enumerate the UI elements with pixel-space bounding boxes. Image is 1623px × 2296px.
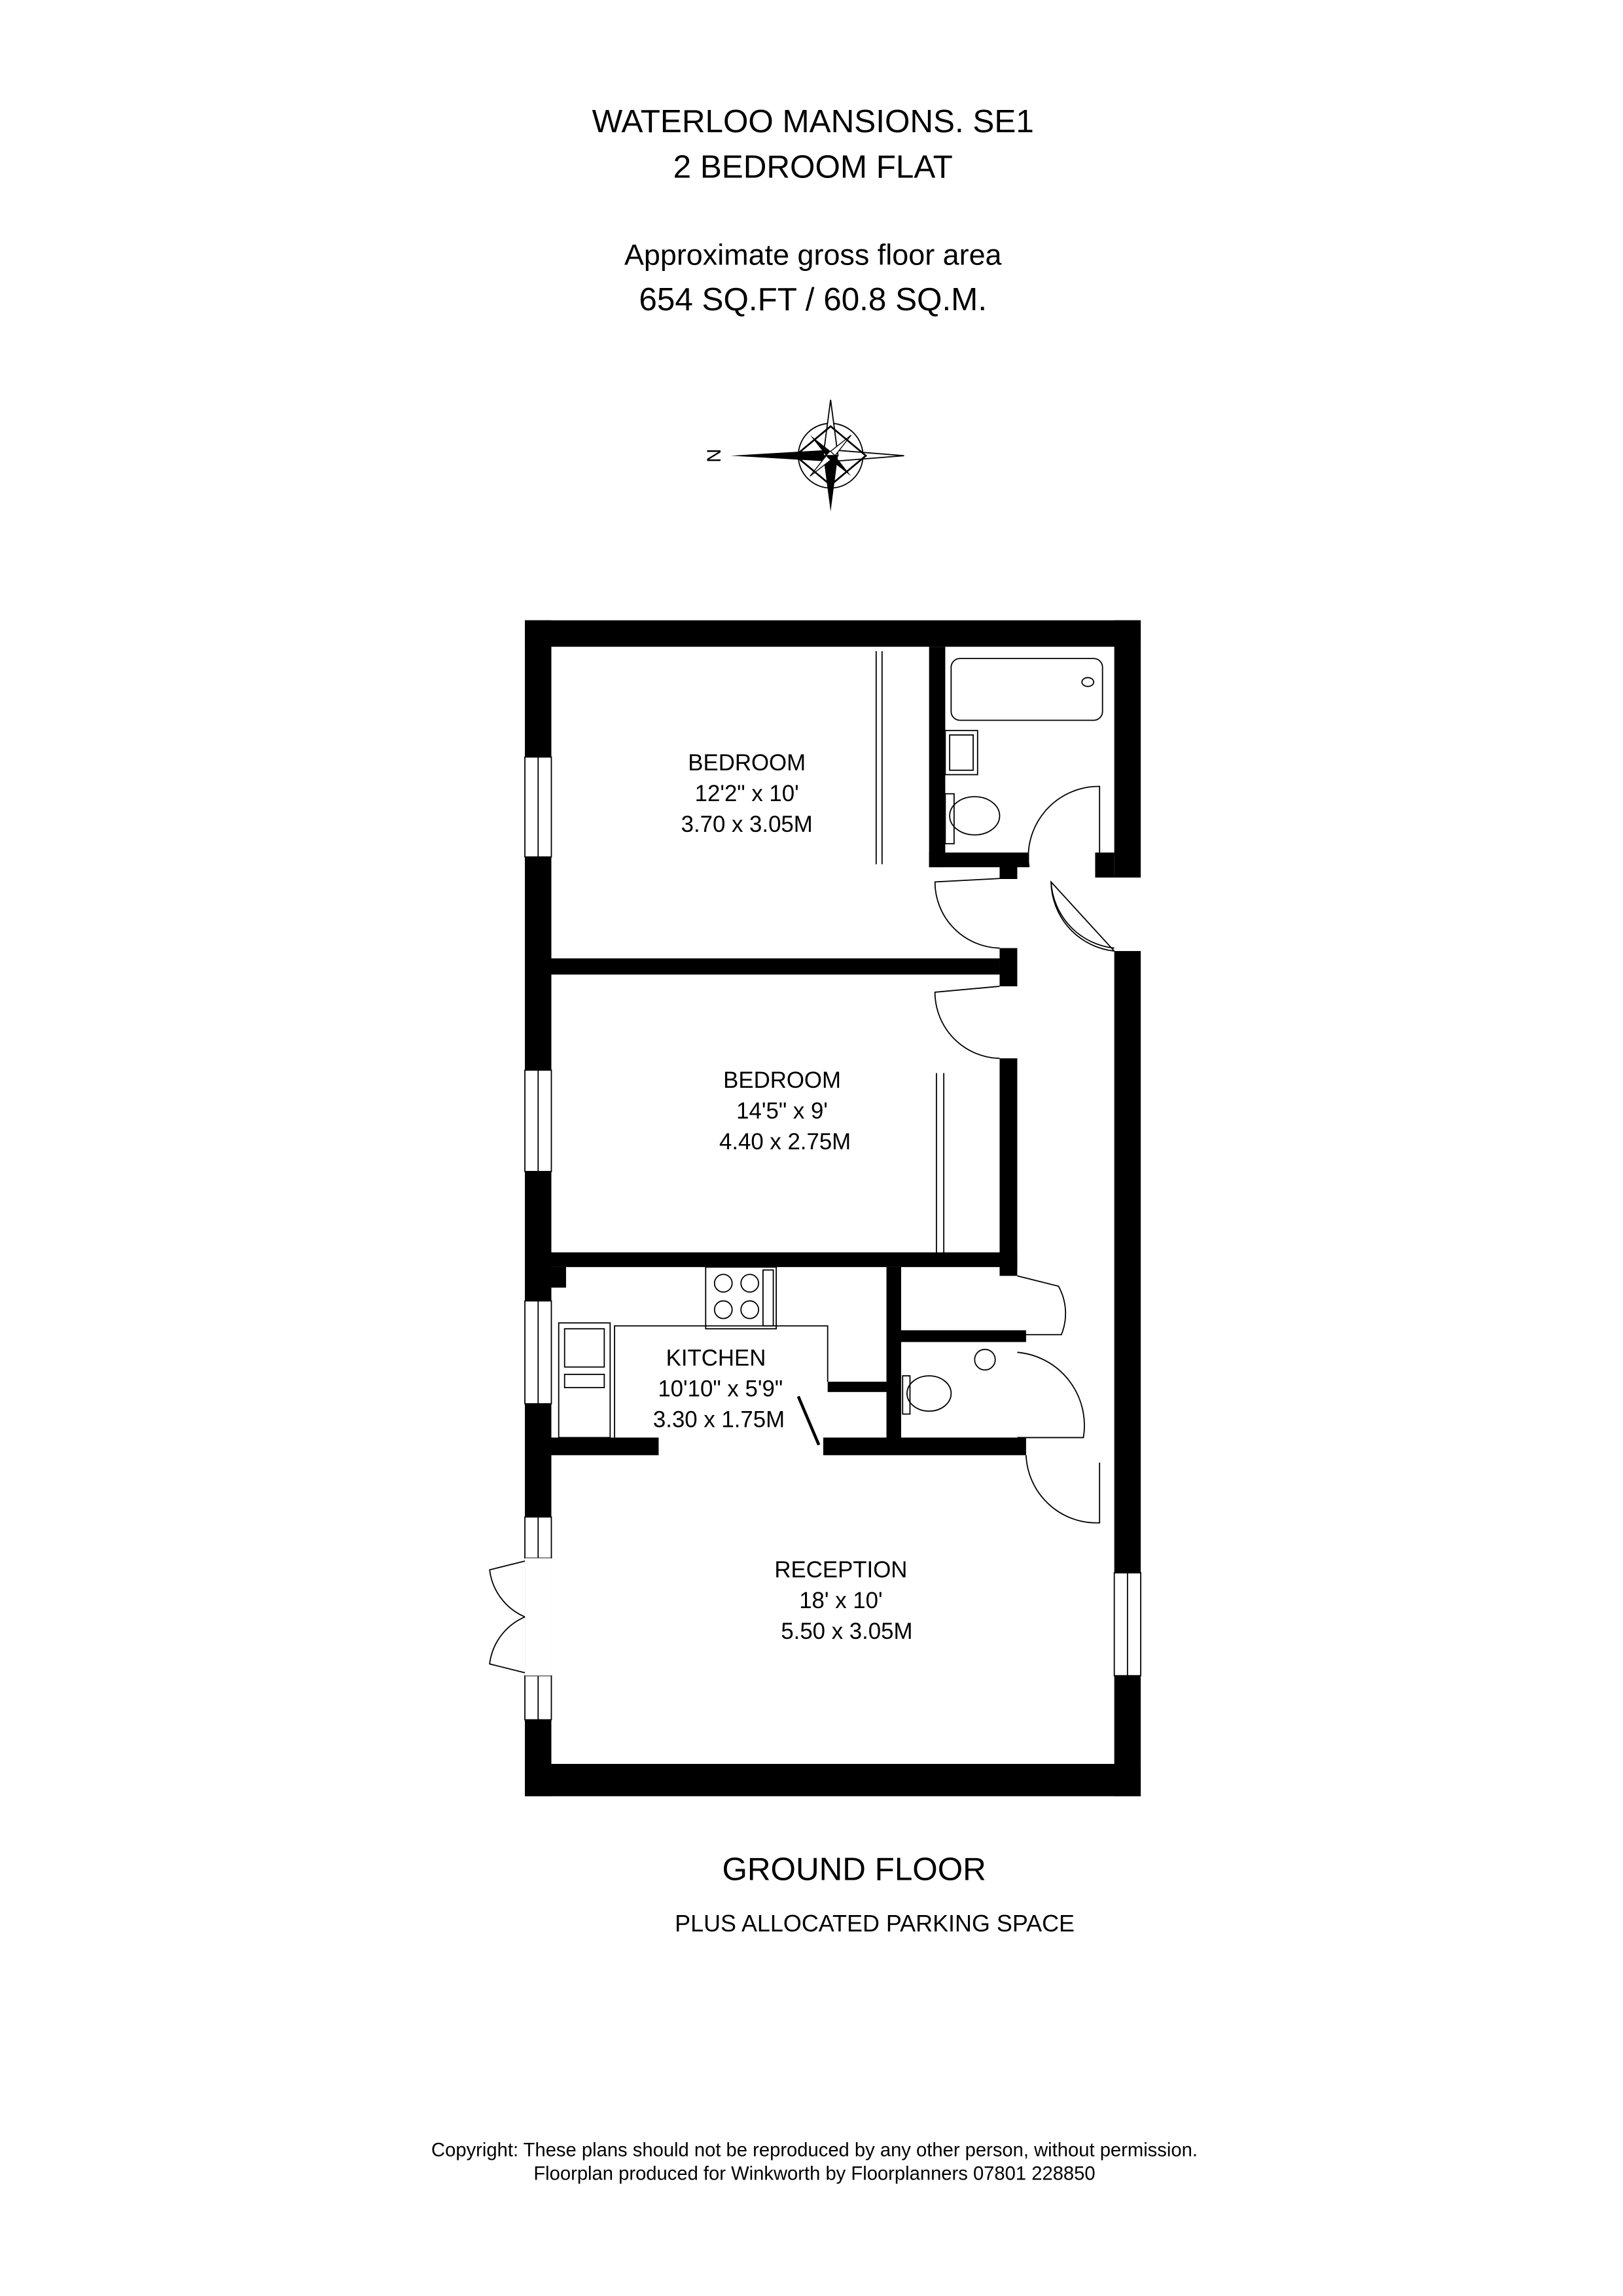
svg-text:12'2" x 10': 12'2" x 10' [695,781,799,806]
floor-label: GROUND FLOOR [722,1851,986,1887]
svg-text:RECEPTION: RECEPTION [774,1557,907,1583]
copyright-line-2: Floorplan produced for Winkworth by Floo… [533,2164,1095,2185]
basin-icon [944,730,978,776]
room-bedroom-1: BEDROOM 12'2" x 10' 3.70 x 3.05M [681,750,813,837]
wc-basin-icon [974,1348,996,1371]
wc-toilet-icon [906,1375,952,1412]
parking-note: PLUS ALLOCATED PARKING SPACE [675,1910,1075,1937]
hob-icon [705,1266,777,1330]
area-value: 654 SQ.FT / 60.8 SQ.M. [639,281,987,317]
property-type: 2 BEDROOM FLAT [673,149,953,185]
compass-rose-icon: N [703,399,904,512]
svg-text:5.50 x 3.05M: 5.50 x 3.05M [781,1619,912,1644]
svg-text:14'5" x 9': 14'5" x 9' [736,1098,828,1124]
svg-text:18' x 10': 18' x 10' [799,1588,882,1613]
svg-text:KITCHEN: KITCHEN [666,1345,766,1371]
area-label: Approximate gross floor area [624,238,1002,271]
copyright-line-1: Copyright: These plans should not be rep… [431,2140,1198,2161]
room-bedroom-2: BEDROOM 14'5" x 9' 4.40 x 2.75M [719,1067,851,1155]
doors [489,785,1115,1676]
bath-icon [950,658,1103,721]
north-label: N [703,449,724,463]
svg-text:10'10" x 5'9": 10'10" x 5'9" [658,1376,783,1402]
svg-text:BEDROOM: BEDROOM [688,750,806,776]
kitchen-sink-icon [558,1322,611,1439]
svg-text:3.70 x 3.05M: 3.70 x 3.05M [681,812,813,837]
walls [525,620,1141,1797]
property-title: WATERLOO MANSIONS. SE1 [592,103,1034,139]
fixtures [558,651,1103,1439]
room-kitchen: KITCHEN 10'10" x 5'9" 3.30 x 1.75M [653,1345,785,1432]
svg-text:4.40 x 2.75M: 4.40 x 2.75M [719,1129,851,1155]
svg-text:3.30 x 1.75M: 3.30 x 1.75M [653,1407,785,1433]
toilet-icon [949,796,1001,836]
svg-text:BEDROOM: BEDROOM [723,1067,841,1093]
room-reception: RECEPTION 18' x 10' 5.50 x 3.05M [774,1557,912,1644]
windows [524,756,1141,1721]
